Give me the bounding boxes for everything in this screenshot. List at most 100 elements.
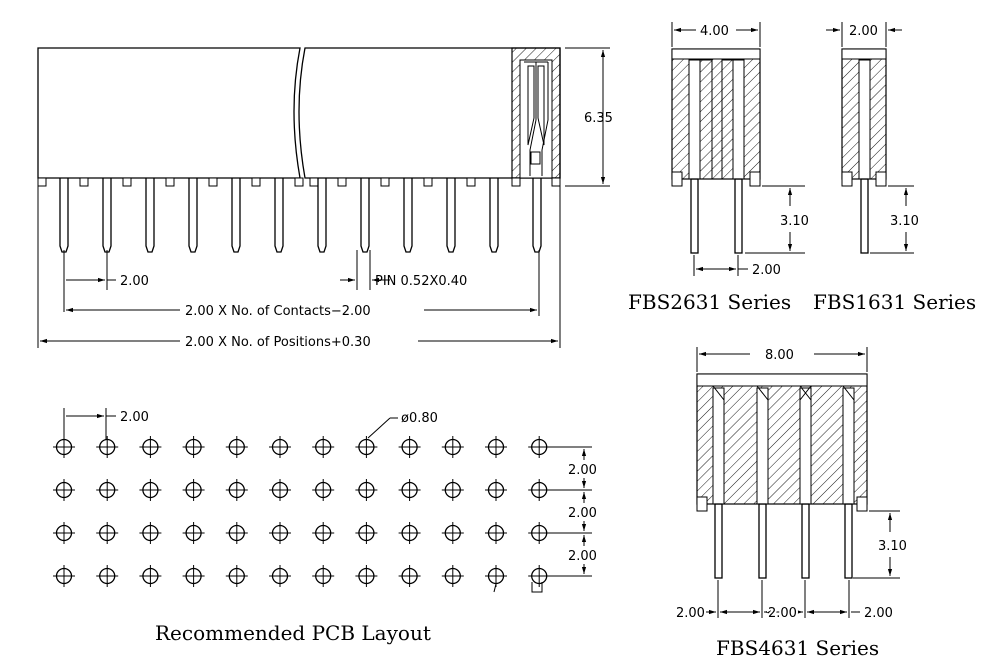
pcb-hole bbox=[441, 522, 464, 544]
pcb-dim-row-1: 2.00 bbox=[568, 463, 597, 478]
fbs2631-dim-pitch: 2.00 bbox=[752, 263, 781, 278]
standoffs bbox=[37, 177, 561, 187]
fbs1631-caption: FBS1631 Series bbox=[813, 290, 976, 314]
dim-height: 6.35 bbox=[584, 111, 613, 126]
standoff bbox=[551, 177, 561, 187]
pcb-hole bbox=[398, 436, 421, 458]
standoff bbox=[309, 177, 319, 187]
standoff bbox=[37, 177, 47, 187]
pcb-hole bbox=[312, 565, 335, 587]
main-side-view: 6.35 2.00 PIN 0.52X0.40 2.00 X No. of Co… bbox=[37, 47, 613, 350]
pcb-hole bbox=[96, 522, 119, 544]
pin bbox=[360, 178, 370, 253]
pcb-dim-row-3: 2.00 bbox=[568, 549, 597, 564]
housing-left-segment bbox=[37, 47, 301, 179]
standoff bbox=[251, 177, 261, 187]
pcb-hole bbox=[269, 522, 291, 544]
dim-positions-formula: 2.00 X No. of Positions+0.30 bbox=[185, 335, 371, 350]
pcb-hole bbox=[441, 479, 464, 501]
pcb-hole bbox=[139, 565, 162, 587]
pcb-hole bbox=[398, 479, 421, 501]
pcb-hole bbox=[225, 436, 248, 458]
fbs4631-dim-pin: 3.10 bbox=[878, 539, 907, 554]
pin bbox=[274, 178, 284, 253]
pcb-hole bbox=[225, 479, 248, 501]
pcb-hole bbox=[485, 565, 507, 587]
pcb-caption: Recommended PCB Layout bbox=[155, 621, 431, 645]
pcb-hole bbox=[96, 565, 119, 587]
dim-pitch: 2.00 bbox=[120, 274, 149, 289]
fbs4631-caption: FBS4631 Series bbox=[716, 636, 879, 660]
fbs2631-pin-1 bbox=[690, 178, 699, 254]
pcb-hole bbox=[182, 479, 205, 501]
pin bbox=[317, 178, 327, 253]
standoff bbox=[380, 177, 390, 187]
housing-right-segment bbox=[298, 47, 561, 179]
pcb-hole bbox=[139, 522, 162, 544]
fbs4631-pin-1 bbox=[714, 503, 723, 579]
fbs1631-dim-pin: 3.10 bbox=[890, 214, 919, 229]
pin bbox=[231, 178, 241, 253]
pcb-hole bbox=[269, 436, 291, 458]
pcb-hole bbox=[355, 565, 378, 587]
pcb-hole bbox=[269, 479, 291, 501]
pcb-hole bbox=[53, 565, 75, 587]
pcb-hole bbox=[312, 479, 335, 501]
pcb-hole bbox=[528, 436, 551, 458]
pcb-hole bbox=[398, 565, 421, 587]
pcb-hole bbox=[528, 565, 551, 587]
standoff bbox=[511, 177, 521, 187]
fbs4631-dim-pitch-1: 2.00 bbox=[676, 606, 705, 621]
pin bbox=[446, 178, 456, 253]
pin bbox=[489, 178, 499, 253]
fbs2631-pin-2 bbox=[734, 178, 743, 254]
pcb-hole bbox=[225, 565, 248, 587]
pcb-hole bbox=[96, 479, 119, 501]
contact-window bbox=[530, 151, 541, 165]
pcb-hole bbox=[485, 479, 507, 501]
pcb-hole bbox=[485, 436, 507, 458]
fbs1631-pin bbox=[860, 178, 869, 254]
pcb-hole bbox=[355, 436, 378, 458]
dim-contacts-formula: 2.00 X No. of Contacts−2.00 bbox=[185, 304, 371, 319]
fbs2631-body bbox=[671, 48, 761, 180]
pin bbox=[145, 178, 155, 253]
pcb-hole bbox=[96, 436, 119, 458]
pcb-layout: 2.00 ø0.80 2.00 2.00 2.00 Recommended PC… bbox=[53, 408, 597, 645]
fbs4631-pin-3 bbox=[801, 503, 810, 579]
pcb-dim-hole: ø0.80 bbox=[401, 411, 438, 426]
pcb-hole bbox=[312, 436, 335, 458]
dim-pin-size: PIN 0.52X0.40 bbox=[375, 274, 467, 289]
contact-spring-left bbox=[524, 61, 537, 176]
pcb-hole bbox=[441, 436, 464, 458]
pcb-hole bbox=[528, 479, 551, 501]
fbs2631-caption: FBS2631 Series bbox=[628, 290, 791, 314]
fbs4631-dim-pitch-3: 2.00 bbox=[864, 606, 893, 621]
pin bbox=[188, 178, 198, 253]
fbs1631-view: 2.00 3.10 FBS1631 Series bbox=[813, 22, 976, 314]
pin bbox=[102, 178, 112, 253]
standoff bbox=[294, 177, 304, 187]
pcb-hole bbox=[225, 522, 248, 544]
pcb-hole bbox=[312, 522, 335, 544]
pcb-hole bbox=[53, 479, 75, 501]
fbs1631-dim-width: 2.00 bbox=[849, 24, 878, 39]
fbs4631-view: 8.00 3.10 2.00 2.00 2.00 FBS4631 Series bbox=[676, 347, 907, 660]
fbs4631-pin-2 bbox=[758, 503, 767, 579]
pcb-hole-grid bbox=[53, 436, 551, 587]
pcb-hole bbox=[269, 565, 291, 587]
pcb-hole bbox=[355, 479, 378, 501]
standoff bbox=[337, 177, 347, 187]
contact-spring-right bbox=[541, 62, 549, 176]
pins bbox=[59, 178, 542, 253]
pcb-hole bbox=[182, 565, 205, 587]
standoff bbox=[423, 177, 433, 187]
pcb-hole bbox=[139, 479, 162, 501]
pcb-hole bbox=[182, 522, 205, 544]
pcb-hole bbox=[182, 436, 205, 458]
pcb-hole bbox=[398, 522, 421, 544]
fbs2631-dim-width: 4.00 bbox=[700, 24, 729, 39]
fbs4631-body bbox=[696, 373, 868, 505]
pcb-dim-row-2: 2.00 bbox=[568, 506, 597, 521]
